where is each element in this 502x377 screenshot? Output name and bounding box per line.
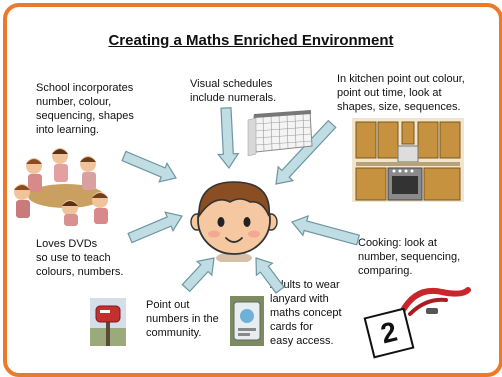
caption-visual-schedules: Visual schedules include numerals. xyxy=(190,78,277,104)
lanyard-image xyxy=(399,287,471,316)
arrow-from-adults xyxy=(255,257,285,294)
caption-dvds: Loves DVDs so use to teach colours, numb… xyxy=(36,238,124,278)
caption-adults: Adults to wear lanyard with maths concep… xyxy=(270,279,342,347)
arrow-from-school xyxy=(121,150,177,183)
arrow-from-cooking xyxy=(291,215,361,246)
caption-kitchen: In kitchen point out colour, point out t… xyxy=(337,73,465,113)
arrow-from-dvds xyxy=(127,211,183,244)
number-card-value: 2 xyxy=(377,315,401,350)
kitchen-cabinets-image xyxy=(352,118,464,202)
boy-face-icon xyxy=(190,181,278,262)
mailbox-photo xyxy=(90,298,126,346)
arrow-from-visual xyxy=(217,107,240,170)
concept-card-photo xyxy=(230,296,264,346)
diagram-title: Creating a Maths Enriched Environment xyxy=(108,32,394,49)
calendar-icon xyxy=(247,110,313,156)
classroom-children-image xyxy=(14,148,108,226)
caption-community: Point out numbers in the community. xyxy=(146,299,219,339)
caption-school: School incorporates number, colour, sequ… xyxy=(36,82,134,136)
arrow-from-kitchen xyxy=(275,119,337,185)
arrow-from-community xyxy=(181,257,215,293)
caption-cooking: Cooking: look at number, sequencing, com… xyxy=(358,237,461,277)
